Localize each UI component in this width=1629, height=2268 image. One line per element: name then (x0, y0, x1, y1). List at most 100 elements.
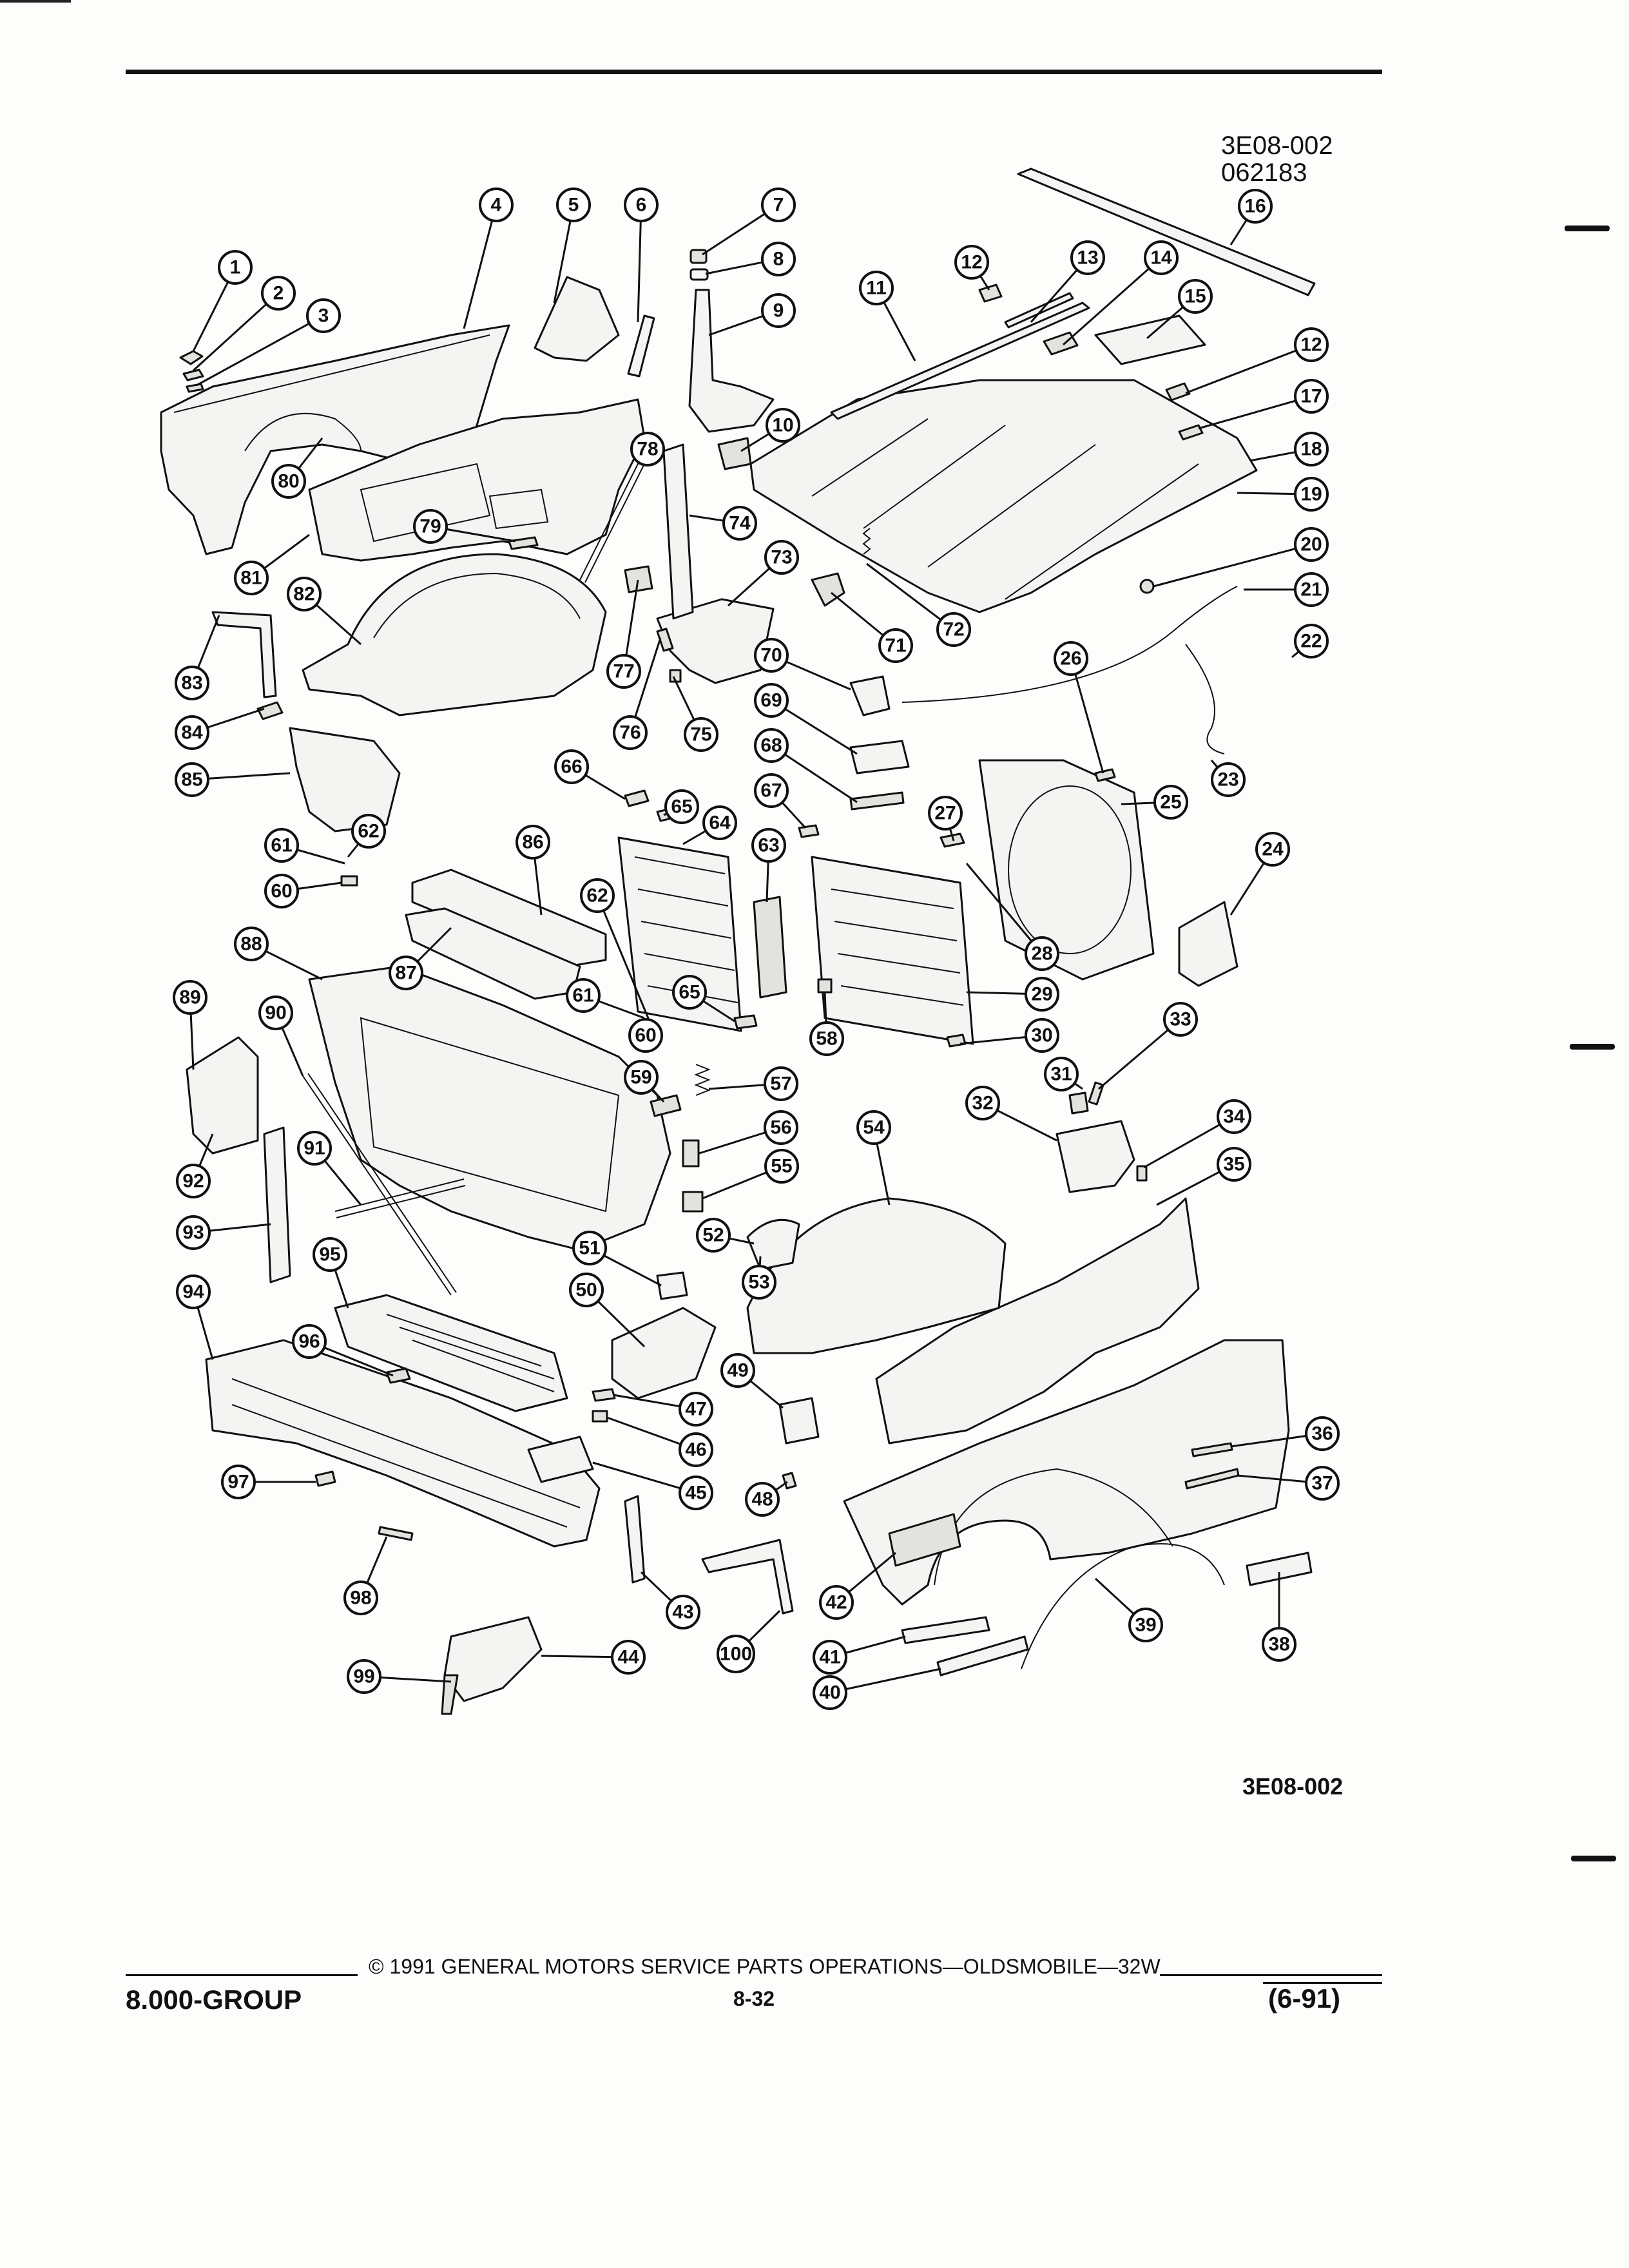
callout-1: 1 (218, 250, 253, 285)
callout-20: 20 (1294, 527, 1329, 562)
callout-number: 94 (182, 1282, 204, 1303)
part-bracket-14 (1043, 331, 1079, 356)
part-mount-50 (611, 1307, 717, 1399)
callout-number: 41 (819, 1647, 840, 1668)
part-bumper-7 (689, 249, 708, 264)
leader-line-33 (1098, 1018, 1181, 1090)
part-60a (340, 875, 358, 887)
part-condenser-64-fins (634, 856, 738, 1003)
callout-62: 62 (351, 814, 386, 849)
part-48 (782, 1472, 797, 1490)
callout-33: 33 (1163, 1002, 1198, 1037)
part-radiator-29 (811, 856, 974, 1045)
callout-95: 95 (313, 1237, 347, 1272)
callout-number: 42 (825, 1592, 847, 1613)
callout-number: 90 (265, 1003, 286, 1024)
callout-100: 100 (717, 1635, 755, 1673)
callout-93: 93 (176, 1215, 211, 1250)
callout-92: 92 (176, 1164, 211, 1198)
callout-number: 8 (773, 249, 784, 270)
part-reservoir-32 (1055, 1120, 1135, 1193)
callout-number: 5 (568, 195, 579, 216)
part-shield-24 (1178, 901, 1239, 987)
callout-number: 65 (671, 796, 692, 818)
callout-number: 20 (1300, 534, 1322, 555)
callout-number: 60 (635, 1025, 656, 1046)
group-label: 8.000-GROUP (126, 1984, 302, 2015)
part-clip-66 (624, 789, 650, 807)
callout-number: 73 (771, 547, 792, 568)
callout-80: 80 (271, 464, 306, 499)
footer-rule-right-2 (1263, 1982, 1382, 1984)
callout-number: 45 (685, 1483, 706, 1504)
part-horn-53 (746, 1218, 800, 1271)
callout-6: 6 (624, 187, 659, 222)
callout-9: 9 (761, 293, 796, 328)
callout-58: 58 (809, 1021, 844, 1056)
callout-number: 6 (636, 195, 647, 216)
scan-corner-mark (0, 0, 71, 3)
callout-70: 70 (754, 638, 789, 673)
callout-number: 35 (1223, 1154, 1244, 1175)
callout-99: 99 (347, 1659, 381, 1694)
part-77 (624, 565, 653, 593)
callout-18: 18 (1294, 432, 1329, 466)
part-release-70 (849, 675, 891, 716)
callout-number: 12 (1300, 334, 1322, 356)
scan-edge-mark (1565, 226, 1610, 231)
callout-number: 76 (619, 722, 641, 744)
callout-66: 66 (554, 749, 589, 784)
callout-number: 86 (522, 832, 543, 853)
leader-line-28 (965, 863, 1043, 954)
part-bolt-34 (1136, 1165, 1148, 1182)
leader-line-26 (1070, 658, 1104, 774)
part-65b (733, 1014, 758, 1030)
callout-48: 48 (745, 1482, 780, 1517)
callout-19: 19 (1294, 477, 1329, 512)
callout-73: 73 (764, 540, 799, 575)
callout-2: 2 (261, 276, 296, 311)
part-26 (1094, 768, 1116, 782)
part-bracket-69 (849, 740, 910, 774)
callout-41: 41 (813, 1640, 847, 1675)
part-98 (378, 1526, 414, 1541)
callout-98: 98 (343, 1581, 378, 1615)
callout-8: 8 (761, 242, 796, 276)
callout-65: 65 (672, 975, 707, 1010)
callout-71: 71 (878, 628, 913, 663)
callout-14: 14 (1144, 240, 1179, 275)
callout-number: 26 (1060, 648, 1081, 669)
part-cap-8 (689, 268, 709, 281)
callout-number: 83 (181, 673, 202, 694)
callout-5: 5 (556, 187, 591, 222)
callout-55: 55 (764, 1149, 799, 1184)
callout-4: 4 (479, 187, 514, 222)
part-30 (946, 1033, 967, 1048)
callout-number: 46 (685, 1439, 706, 1461)
callout-63: 63 (751, 828, 786, 863)
callout-7: 7 (761, 187, 796, 222)
part-bracket-92 (186, 1036, 259, 1155)
callout-77: 77 (606, 654, 641, 689)
callout-56: 56 (764, 1110, 798, 1145)
part-clip-1 (179, 350, 204, 365)
callout-11: 11 (859, 271, 894, 305)
part-96 (385, 1367, 411, 1384)
part-grille-95-slots (386, 1314, 555, 1392)
leader-line-2 (192, 292, 280, 372)
callout-number: 13 (1077, 247, 1098, 269)
part-rod-89 (302, 1073, 457, 1296)
callout-number: 30 (1031, 1025, 1052, 1046)
part-inner-fender-35 (875, 1197, 1200, 1445)
callout-42: 42 (819, 1585, 854, 1620)
part-76 (656, 628, 674, 652)
callout-number: 11 (866, 278, 887, 299)
leader-line-45 (592, 1461, 697, 1494)
part-lamp-40 (936, 1635, 1029, 1677)
callout-94: 94 (176, 1274, 211, 1309)
part-hood-18-panels (811, 418, 1199, 600)
callout-83: 83 (175, 666, 209, 700)
part-cap-31 (1068, 1091, 1089, 1115)
part-latch-post-9 (688, 289, 775, 433)
